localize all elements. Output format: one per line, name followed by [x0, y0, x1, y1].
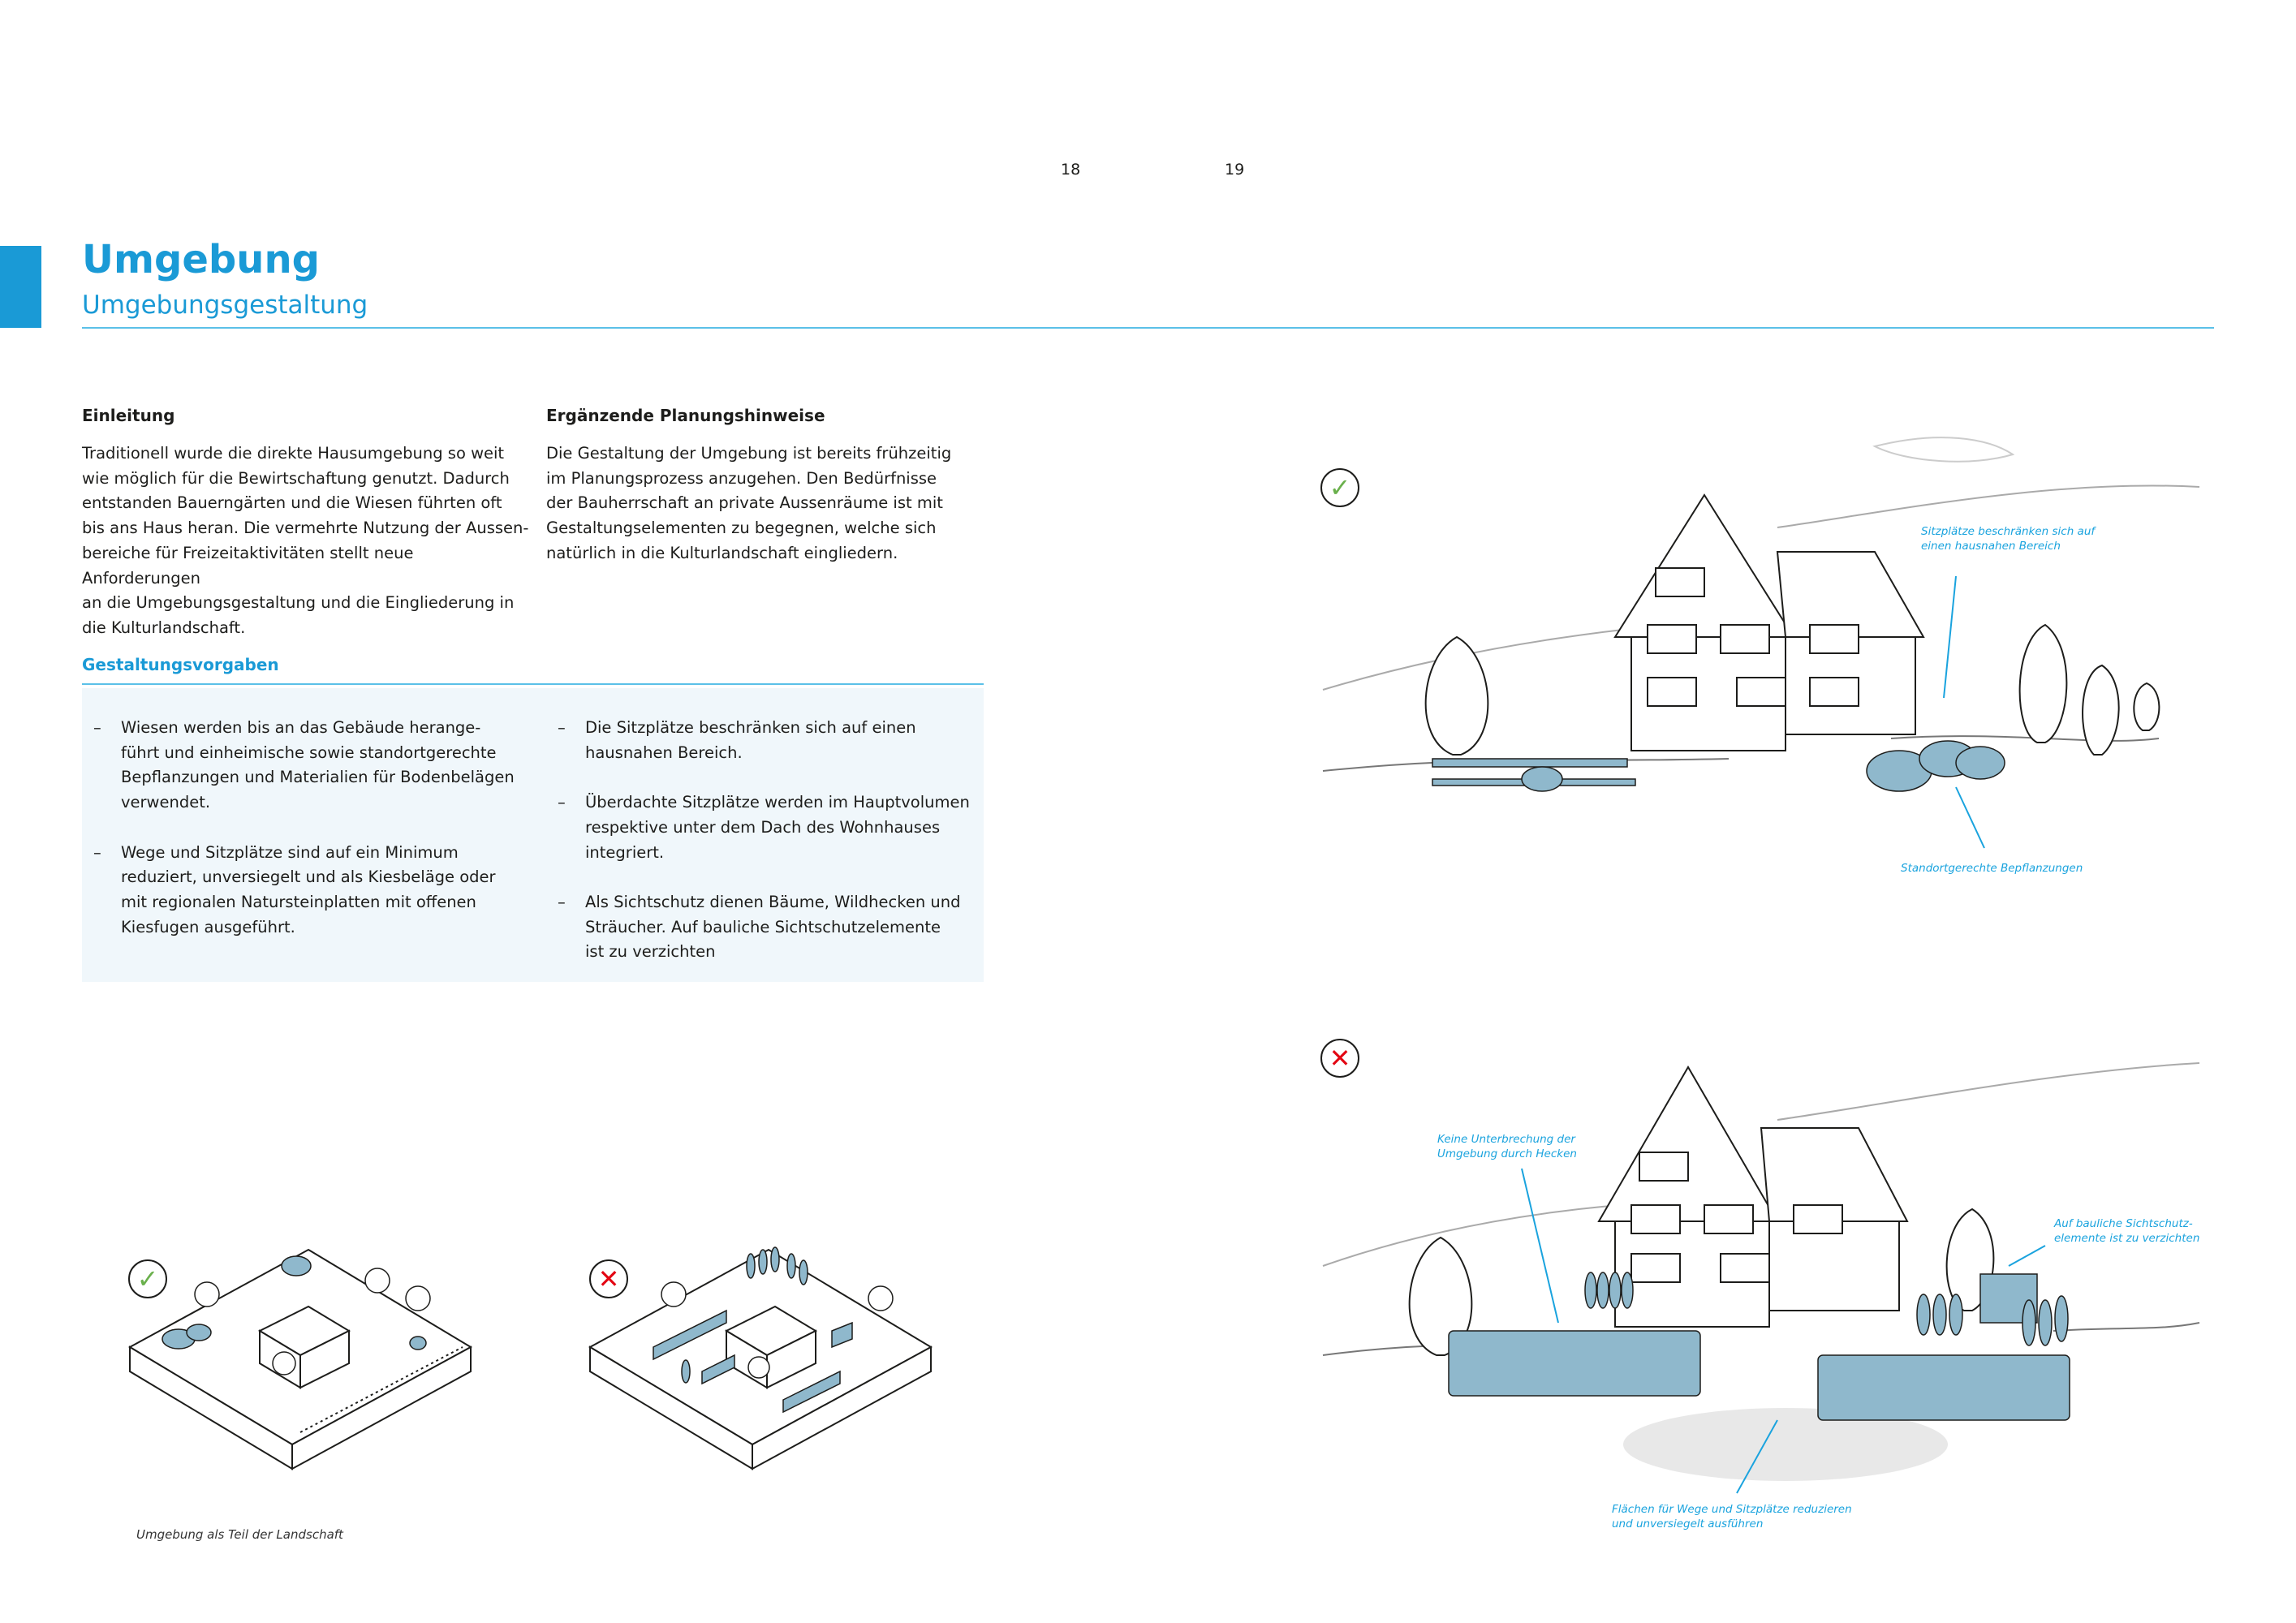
- annotation-paths: Flächen für Wege und Sitzplätze reduzier…: [1612, 1503, 1852, 1530]
- check-icon: ✓: [128, 1259, 167, 1298]
- isometric-good-illustration: [127, 1248, 473, 1470]
- check-icon: ✓: [1320, 468, 1359, 507]
- guidelines-heading: Gestaltungsvorgaben: [82, 655, 279, 674]
- annotation-hedges: Keine Unterbrechung der Umgebung durch H…: [1437, 1133, 1577, 1160]
- guidelines-divider: [82, 683, 984, 685]
- guideline-item: Wiesen werden bis an das Gebäude herange…: [93, 716, 532, 816]
- guideline-item: Die Sitzplätze beschränken sich auf eine…: [558, 716, 996, 765]
- page-number-right: 19: [1225, 161, 1245, 179]
- guideline-item: Wege und Sitzplätze sind auf ein Minimum…: [93, 841, 532, 941]
- header-divider: [82, 327, 2214, 329]
- guidelines-list-left: Wiesen werden bis an das Gebäude herange…: [93, 716, 532, 965]
- illustration-caption: Umgebung als Teil der Landschaft: [136, 1527, 343, 1542]
- intro-text: Traditionell wurde die direkte Hausumgeb…: [82, 444, 529, 637]
- house-good-illustration: [1322, 437, 2200, 849]
- section-tab-marker: [0, 246, 41, 328]
- house-bad-illustration: [1322, 1062, 2200, 1494]
- page-number-left: 18: [1061, 161, 1081, 179]
- cross-icon: ✕: [1320, 1039, 1359, 1078]
- annotation-seating: Sitzplätze beschränken sich auf einen ha…: [1921, 525, 2096, 553]
- isometric-bad-illustration: [588, 1246, 933, 1470]
- intro-heading: Einleitung: [82, 406, 175, 425]
- annotation-privacy-elements: Auf bauliche Sichtschutz- elemente ist z…: [2054, 1217, 2200, 1245]
- planning-text: Die Gestaltung der Umgebung ist bereits …: [546, 444, 952, 562]
- guideline-item: Überdachte Sitzplätze werden im Hauptvol…: [558, 790, 996, 865]
- page-subtitle: Umgebungsgestaltung: [82, 291, 368, 320]
- planning-heading: Ergänzende Planungshinweise: [546, 406, 825, 425]
- cross-icon: ✕: [589, 1259, 628, 1298]
- page-title: Umgebung: [82, 237, 320, 282]
- annotation-planting: Standortgerechte Bepflanzungen: [1901, 862, 2083, 875]
- guidelines-list-right: Die Sitzplätze beschränken sich auf eine…: [558, 716, 996, 990]
- guideline-item: Als Sichtschutz dienen Bäume, Wildhecken…: [558, 890, 996, 965]
